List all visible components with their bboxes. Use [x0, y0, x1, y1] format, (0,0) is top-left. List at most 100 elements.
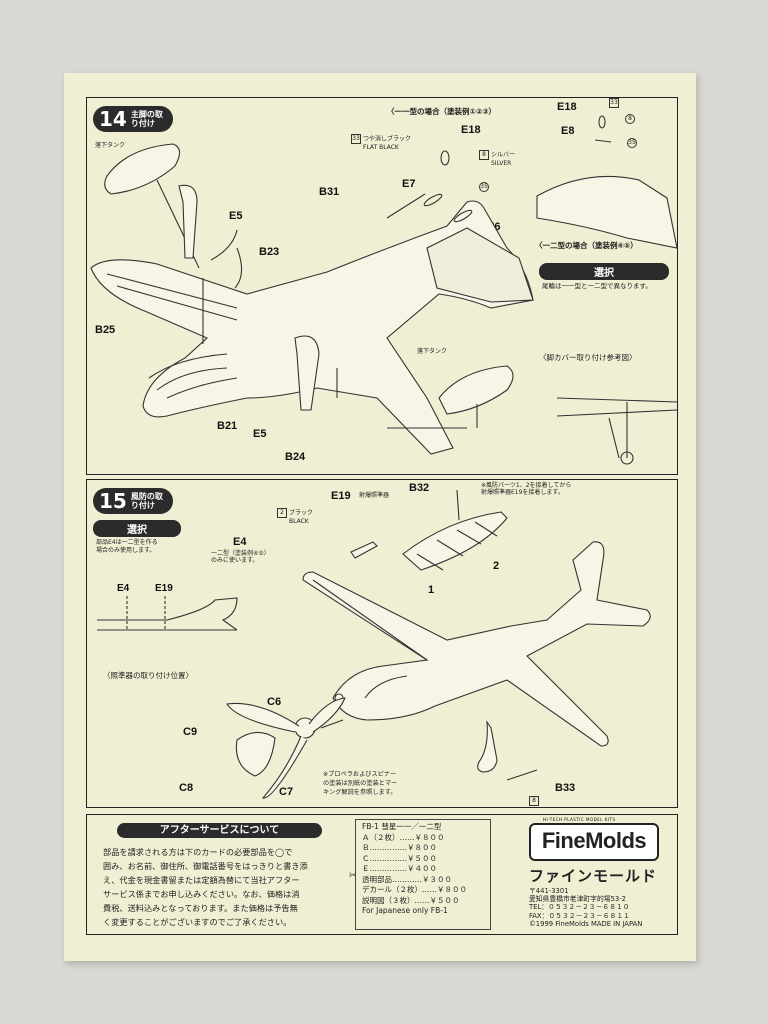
part-e18: E18 [461, 124, 481, 136]
part-c6: C6 [267, 696, 282, 708]
brand-fax: FAX：０５３２－２３－６８１１ [529, 911, 630, 920]
sight-part-e4: E4 [117, 583, 130, 594]
part-e4: E4 [233, 536, 247, 548]
price-row-clear: 透明部品…………￥３００ [362, 874, 452, 884]
part-b21: B21 [217, 420, 238, 432]
part-e7: E7 [402, 178, 416, 190]
finemolds-logo: FineMolds [529, 823, 659, 861]
after-service-line-5: 費税、送料込みとなっております。また価格は予告無 [103, 903, 298, 913]
propeller-note: ※プロペラおよびスピナー の塗装は別紙の塗装とマー キング解説を参照します。 [323, 770, 397, 797]
gear-cover-reference: 〈脚カバー取り付け参考図〉 [539, 353, 637, 362]
paint-35-callout: 35 [479, 182, 491, 192]
after-service-line-2: 囲み、お名前、御住所、御電話番号をはっきりと書き添 [103, 861, 308, 871]
paint-8-box-15: 8 [529, 796, 539, 806]
type12-heading: 〈一二型の場合（塗装例④⑤） [535, 241, 638, 250]
e19-note: 射爆照準器 [359, 492, 390, 499]
brand-tel: TEL：０５３２－２３－６８１０ [529, 903, 630, 912]
brand-postal: 〒441-3301 [529, 887, 569, 895]
step-15-drawing [97, 489, 651, 799]
brand-tagline: HI-TECH PLASTIC MODEL KITS [543, 817, 616, 822]
sight-part-e19: E19 [155, 583, 173, 594]
after-service-line-6: く変更することがございますのでご了承ください。 [103, 917, 292, 927]
price-row-b: Ｂ……………￥８００ [362, 843, 437, 852]
step15-select-box: 選択 部品E4は一二型を作る 場合のみ使用します。 [93, 520, 181, 557]
inset-part-e18: E18 [557, 101, 577, 113]
drop-tank-label-2: 落下タンク [417, 348, 448, 355]
silver-en: SILVER [491, 160, 512, 167]
inset-part-e8: E8 [561, 125, 575, 137]
flat-black-jp: つや消しブラック [363, 135, 412, 143]
sight-position-caption: 〈照準器の取り付け位置〉 [103, 671, 193, 680]
drop-tank-label-1: 落下タンク [95, 142, 126, 149]
after-service-line-3: え、代金を現金書留または定額為替にて当社アフター [103, 875, 300, 885]
price-row-a: Ａ（２枚）……￥８００ [362, 832, 445, 842]
brand-copyright: ©1999 FineMolds MADE IN JAPAN [529, 919, 643, 928]
part-e5: E5 [229, 210, 243, 222]
step14-select-text: 尾輪は一一型と一二型で異なります。 [542, 282, 652, 290]
after-service-panel: アフターサービスについて 部品を請求される方は下のカードの必要部品を◯で 囲み、… [86, 814, 678, 935]
inset-n8: 8 [625, 114, 637, 124]
inset-n33-box: 33 [609, 98, 619, 108]
part-2: 2 [493, 560, 500, 572]
after-service-body: 部品を請求される方は下のカードの必要部品を◯で 囲み、お名前、御住所、御電話番号… [103, 845, 335, 929]
brand-address: 〒441-3301 愛知県豊橋市老津町字的場53-2 TEL：０５３２－２３－６… [529, 887, 642, 928]
after-service-heading: アフターサービスについて [117, 823, 322, 838]
canopy-note-2: 射爆照準器E19を接着します。 [481, 489, 564, 496]
price-row-manual: 説明図（３枚）……￥５００ [362, 895, 460, 905]
part-e19: E19 [331, 490, 351, 502]
price-card-footer: For Japanese only FB-1 [362, 906, 448, 915]
part-b31: B31 [319, 186, 340, 198]
step15-select-text: 部品E4は一二型を作る 場合のみ使用します。 [93, 537, 181, 557]
step14-select-box: 選択 尾輪は一一型と一二型で異なります。 [539, 263, 669, 293]
scissors-icon: ✂ [349, 871, 357, 881]
inset-n33: 33 [609, 98, 621, 108]
black-en: BLACK [289, 518, 309, 525]
canopy-note-1: ※風防パーツ1、2を接着してから [481, 482, 572, 489]
part-1: 1 [428, 584, 435, 596]
canopy-note: ※風防パーツ1、2を接着してから 射爆照準器E19を接着します。 [481, 482, 571, 496]
inset-n35-circle: 35 [627, 138, 637, 148]
part-b24: B24 [285, 451, 306, 463]
paint-8-callout: 8 [529, 796, 541, 806]
step-15-badge: 15 風防の取り付け [93, 488, 173, 514]
step-14-badge: 14 主脚の取り付け [93, 106, 173, 132]
part-b33: B33 [555, 782, 576, 794]
price-row-e: Ｅ……………￥４００ [362, 864, 437, 873]
step-14-panel: 14 主脚の取り付け 〈一一型の場合（塗装例①②③） 落下タンク 落下タンク 3… [86, 97, 678, 475]
price-row-decal: デカール（２枚）……￥８００ [362, 885, 467, 894]
part-c7: C7 [279, 786, 294, 798]
after-service-line-4: サービス係までお申し込みください。なお、価格は消 [103, 889, 300, 899]
part-b23: B23 [259, 246, 280, 258]
price-card-title: FB-1 彗星一一／一二型 [362, 822, 442, 831]
after-service-line-1: 部品を請求される方は下のカードの必要部品を◯で [103, 847, 293, 857]
step-14-drawing [90, 115, 678, 465]
type12-note-1: 一二型（塗装例④⑤） [211, 550, 270, 557]
silver-jp: シルバー [491, 151, 516, 159]
prop-note-1: ※プロペラおよびスピナー [323, 771, 397, 778]
part-b25: B25 [95, 324, 116, 336]
brand-kana: ファインモールド [529, 867, 658, 885]
flat-black-en: FLAT BLACK [363, 144, 399, 151]
step-14-title: 主脚の取り付け [130, 110, 163, 128]
step-15-title: 風防の取り付け [130, 492, 163, 510]
step14-select-title: 選択 [539, 263, 669, 280]
part-c9: C9 [183, 726, 198, 738]
type12-note-2: のみに使います。 [211, 557, 259, 564]
paint-35-circle: 35 [479, 182, 489, 192]
inset-n35: 35 [627, 138, 639, 148]
type11-heading: 〈一一型の場合（塗装例①②③） [387, 107, 497, 116]
step-15-number: 15 [99, 489, 127, 513]
inset-n8-circle: 8 [625, 114, 635, 124]
part-e5-second: E5 [253, 428, 267, 440]
type12-note: 一二型（塗装例④⑤） のみに使います。 [211, 550, 270, 564]
black-jp: ブラック [289, 509, 314, 517]
instruction-sheet: 14 主脚の取り付け 〈一一型の場合（塗装例①②③） 落下タンク 落下タンク 3… [64, 73, 696, 961]
step15-select-title: 選択 [93, 520, 181, 537]
step-14-number: 14 [99, 107, 127, 131]
prop-note-3: キング解説を参照します。 [323, 789, 397, 796]
brand-address-line: 愛知県豊橋市老津町字的場53-2 [529, 895, 626, 904]
